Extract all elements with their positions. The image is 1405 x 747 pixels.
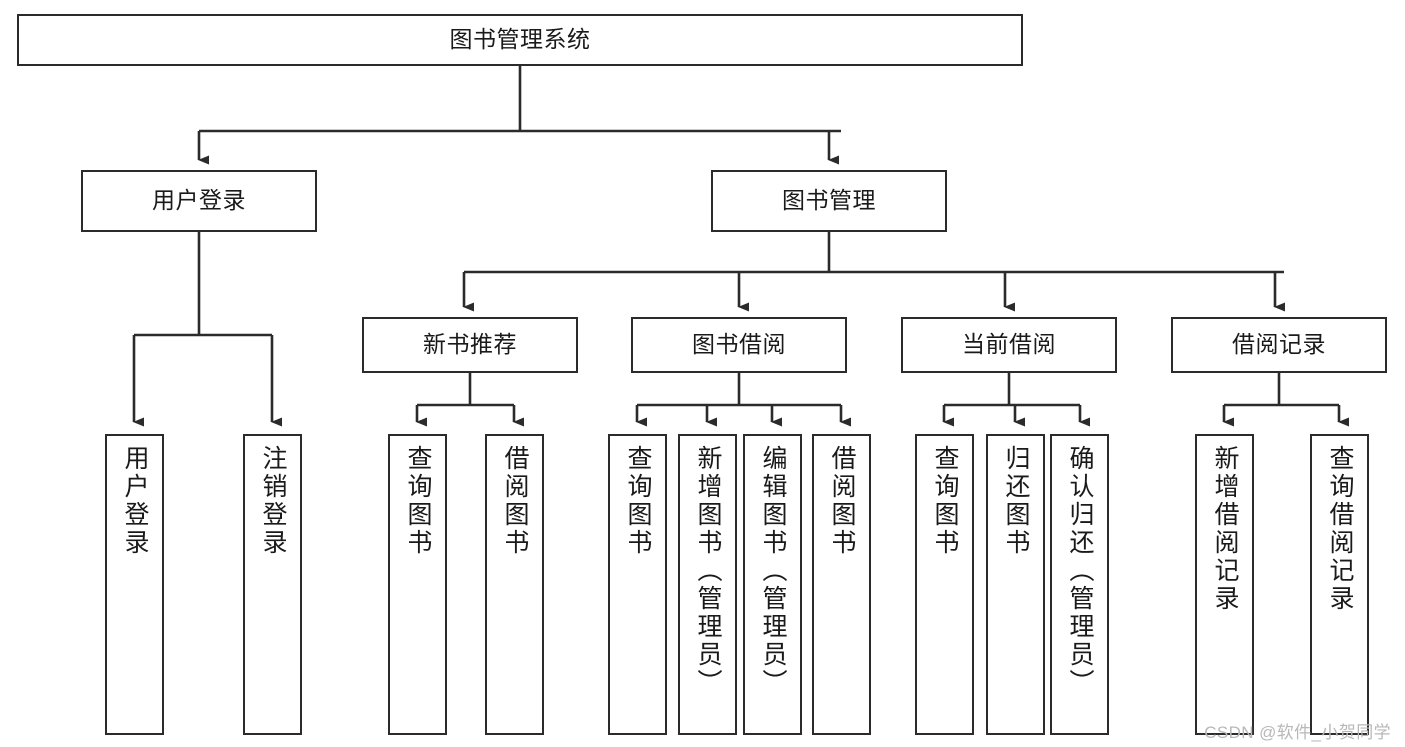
leaf-book-borrow-add[interactable]: 新增图书（管理员）: [678, 434, 737, 735]
leaf-current-borrow-query[interactable]: 查询图书: [915, 434, 974, 735]
node-current-borrow-label: 当前借阅: [962, 331, 1056, 358]
leaf-borrow-record-query[interactable]: 查询借阅记录: [1310, 434, 1369, 735]
leaf-book-borrow-borrow-label: 借阅图书: [828, 445, 856, 557]
leaf-user-login-signout[interactable]: 注销登录: [243, 434, 302, 735]
leaf-book-borrow-query-label: 查询图书: [624, 445, 652, 557]
node-new-book-recommend-label: 新书推荐: [423, 331, 517, 358]
leaf-user-login-signout-label: 注销登录: [259, 445, 287, 557]
node-current-borrow[interactable]: 当前借阅: [901, 317, 1117, 373]
leaf-new-book-query[interactable]: 查询图书: [388, 434, 447, 735]
node-book-borrow[interactable]: 图书借阅: [631, 317, 847, 373]
node-user-login[interactable]: 用户登录: [81, 170, 317, 232]
watermark-text: CSDN @软件_小贺同学: [1204, 723, 1391, 742]
node-book-management[interactable]: 图书管理: [711, 170, 947, 232]
node-root-system-label: 图书管理系统: [449, 26, 591, 53]
leaf-borrow-record-add[interactable]: 新增借阅记录: [1195, 434, 1254, 735]
leaf-book-borrow-add-label: 新增图书（管理员）: [694, 445, 722, 697]
leaf-book-borrow-query[interactable]: 查询图书: [608, 434, 667, 735]
leaf-user-login-signin-label: 用户登录: [121, 445, 149, 557]
node-new-book-recommend[interactable]: 新书推荐: [362, 317, 578, 373]
leaf-current-borrow-confirm[interactable]: 确认归还（管理员）: [1050, 434, 1109, 735]
leaf-borrow-record-query-label: 查询借阅记录: [1326, 445, 1354, 613]
leaf-borrow-record-add-label: 新增借阅记录: [1211, 445, 1239, 613]
node-user-login-label: 用户登录: [152, 187, 246, 214]
leaf-new-book-borrow-label: 借阅图书: [501, 445, 529, 557]
leaf-current-borrow-confirm-label: 确认归还（管理员）: [1066, 445, 1094, 697]
leaf-current-borrow-query-label: 查询图书: [931, 445, 959, 557]
leaf-book-borrow-edit[interactable]: 编辑图书（管理员）: [743, 434, 802, 735]
node-root-system[interactable]: 图书管理系统: [17, 14, 1023, 66]
node-borrow-record[interactable]: 借阅记录: [1171, 317, 1387, 373]
leaf-book-borrow-edit-label: 编辑图书（管理员）: [759, 445, 787, 697]
leaf-user-login-signin[interactable]: 用户登录: [105, 434, 164, 735]
leaf-book-borrow-borrow[interactable]: 借阅图书: [812, 434, 871, 735]
leaf-new-book-borrow[interactable]: 借阅图书: [485, 434, 544, 735]
node-borrow-record-label: 借阅记录: [1232, 331, 1326, 358]
leaf-new-book-query-label: 查询图书: [404, 445, 432, 557]
node-book-management-label: 图书管理: [782, 187, 876, 214]
leaf-current-borrow-return-label: 归还图书: [1002, 445, 1030, 557]
node-book-borrow-label: 图书借阅: [692, 331, 786, 358]
leaf-current-borrow-return[interactable]: 归还图书: [986, 434, 1045, 735]
